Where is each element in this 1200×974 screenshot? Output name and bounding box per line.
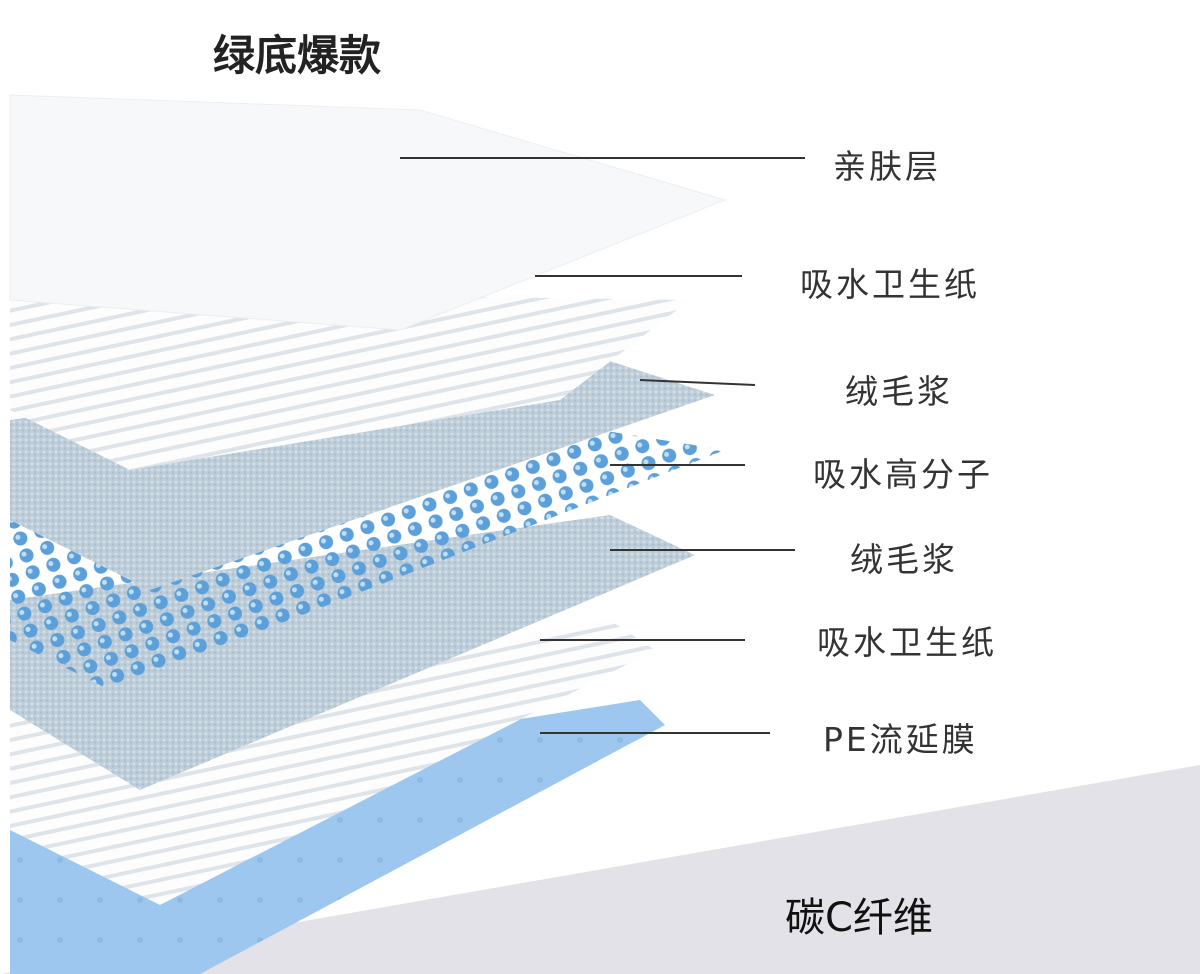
label-fluff-top: 绒毛浆	[845, 372, 953, 411]
page-title: 绿底爆款	[213, 31, 382, 80]
label-fluff-bottom: 绒毛浆	[850, 540, 958, 579]
layer-tissue-bottom	[10, 620, 655, 905]
leader-lines	[400, 157, 805, 734]
layer-skin-contact	[9, 94, 727, 331]
layer-tissue-top	[10, 290, 690, 470]
label-skin-layer: 亲肤层	[833, 147, 941, 186]
feature-label: 碳C纤维	[785, 895, 933, 941]
layer-pe-film	[10, 700, 665, 974]
carbon-fiber-band	[0, 765, 1200, 974]
label-polymer: 吸水高分子	[813, 455, 993, 494]
label-pe-film: PE流延膜	[823, 720, 978, 759]
label-tissue-top: 吸水卫生纸	[800, 265, 980, 304]
label-tissue-bottom: 吸水卫生纸	[817, 623, 997, 662]
